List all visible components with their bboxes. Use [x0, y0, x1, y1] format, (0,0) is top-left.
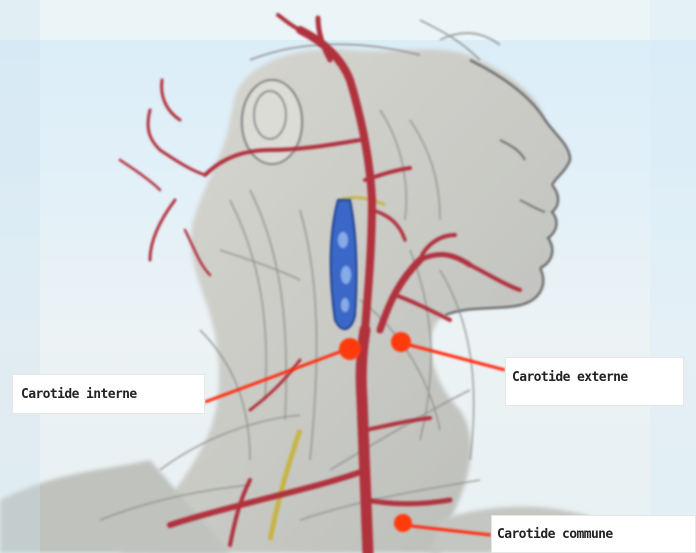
pointer-dot-commune — [394, 514, 412, 532]
label-carotide-externe: Carotide externe — [505, 357, 684, 406]
pointer-dot-interne — [339, 338, 361, 360]
pointer-dot-externe — [391, 332, 411, 352]
top-haze — [0, 0, 696, 40]
label-carotide-commune: Carotide commune — [491, 515, 696, 553]
label-carotide-interne: Carotide interne — [12, 374, 205, 414]
jugular-vein — [331, 200, 357, 329]
